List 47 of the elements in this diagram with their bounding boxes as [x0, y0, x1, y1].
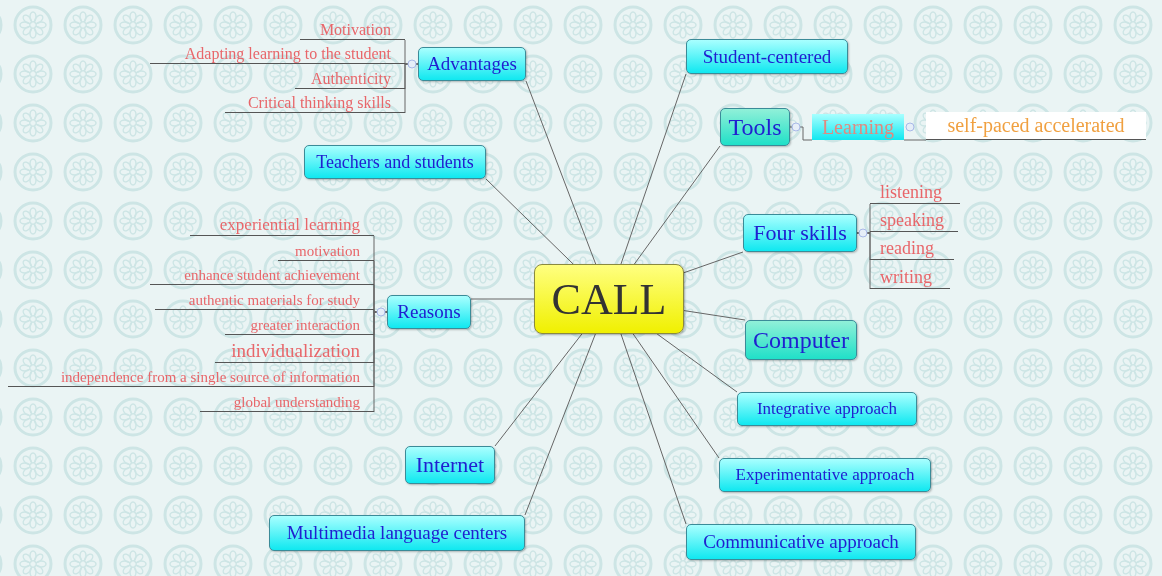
topic-box: Four skills — [743, 214, 857, 252]
connector-line — [683, 310, 746, 321]
subtopic-text: reading — [870, 234, 954, 260]
connector-line — [525, 80, 597, 265]
connector-line — [683, 251, 744, 274]
connector-line — [633, 145, 721, 265]
connector-line — [632, 333, 720, 459]
subtopic-text: Authenticity — [295, 65, 405, 89]
subtopic-text: Motivation — [300, 16, 405, 40]
subtopic-text: listening — [870, 178, 960, 204]
connector-line — [404, 63, 419, 114]
topic-box: Tools — [720, 108, 790, 146]
topic-box: Teachers and students — [304, 145, 486, 179]
topic-box: Computer — [745, 320, 857, 360]
topic-box: Experimentative approach — [719, 458, 931, 492]
subtopic-text: authentic materials for study — [155, 287, 374, 310]
connector-line — [620, 333, 687, 525]
connector-line — [485, 178, 574, 265]
central-topic: CALL — [534, 264, 684, 334]
topic-box: Multimedia language centers — [269, 515, 525, 551]
subtopic-text: greater interaction — [225, 312, 374, 335]
subtopic-text: writing — [870, 262, 950, 289]
connector-line — [494, 333, 583, 447]
connector-line — [856, 232, 871, 290]
connector-line — [903, 139, 927, 141]
subtopic-text: speaking — [870, 206, 958, 232]
topic-box: Reasons — [387, 295, 471, 329]
subtopic-box: self-paced accelerated — [926, 112, 1146, 140]
subtopic-text: individualization — [215, 337, 374, 363]
topic-box: Internet — [405, 446, 495, 484]
connector-line — [524, 333, 596, 516]
connector-line — [470, 298, 535, 300]
connector-line — [789, 126, 813, 141]
topic-box: Integrative approach — [737, 392, 917, 426]
subtopic-text: global understanding — [200, 389, 374, 412]
subtopic-text: motivation — [278, 238, 374, 261]
subtopic-text: experiential learning — [190, 210, 374, 236]
topic-box: Communicative approach — [686, 524, 916, 560]
connector-line — [620, 73, 687, 265]
subtopic-text: independence from a single source of information — [8, 363, 374, 387]
topic-box: Advantages — [418, 47, 526, 81]
topic-box: Student-centered — [686, 39, 848, 74]
connector-line — [656, 333, 738, 393]
subtopic-text: Adapting learning to the student — [150, 40, 405, 64]
subtopic-text: enhance student achievement — [150, 262, 374, 285]
subtopic-box: Learning — [812, 114, 904, 140]
subtopic-text: Critical thinking skills — [225, 90, 405, 113]
